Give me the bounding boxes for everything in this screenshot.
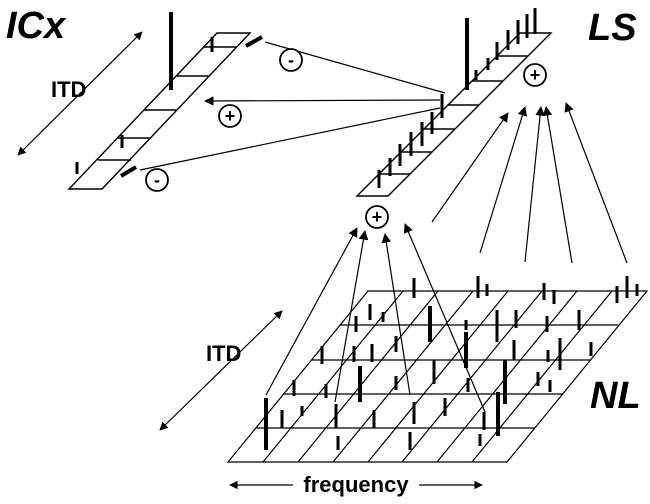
nl-label: NL xyxy=(590,375,641,417)
ls-plus-glyph: + xyxy=(530,65,541,85)
icx-plus-glyph: + xyxy=(225,106,236,126)
ls-map xyxy=(355,32,553,197)
frequency-label: frequency xyxy=(303,472,409,497)
ls-label: LS xyxy=(588,7,637,49)
ls-activity-bars xyxy=(377,8,537,188)
icx-minus-top-sign: - xyxy=(279,48,303,72)
nl-plus-glyph: + xyxy=(372,207,383,227)
icx-activity-bars xyxy=(75,12,263,178)
nl-activity-bars xyxy=(264,276,639,450)
icx-plus-sign: + xyxy=(218,104,242,128)
nl-to-ls-projections xyxy=(431,102,628,264)
nl-itd-arrow xyxy=(159,310,283,431)
icx-label: ICx xyxy=(6,5,67,47)
icx-minus-bottom-glyph: - xyxy=(154,170,160,190)
nl-itd-label: ITD xyxy=(206,341,241,366)
icx-minus-bottom-sign: - xyxy=(145,168,169,192)
icx-itd-arrow xyxy=(17,31,143,156)
nl-plus-sign: + xyxy=(365,205,389,229)
nl-grid xyxy=(226,290,649,463)
icx-minus-top-glyph: - xyxy=(288,50,294,70)
icx-itd-label: ITD xyxy=(51,77,86,102)
nl-grid-to-plus-projections xyxy=(265,223,486,413)
ls-plus-sign: + xyxy=(523,63,547,87)
